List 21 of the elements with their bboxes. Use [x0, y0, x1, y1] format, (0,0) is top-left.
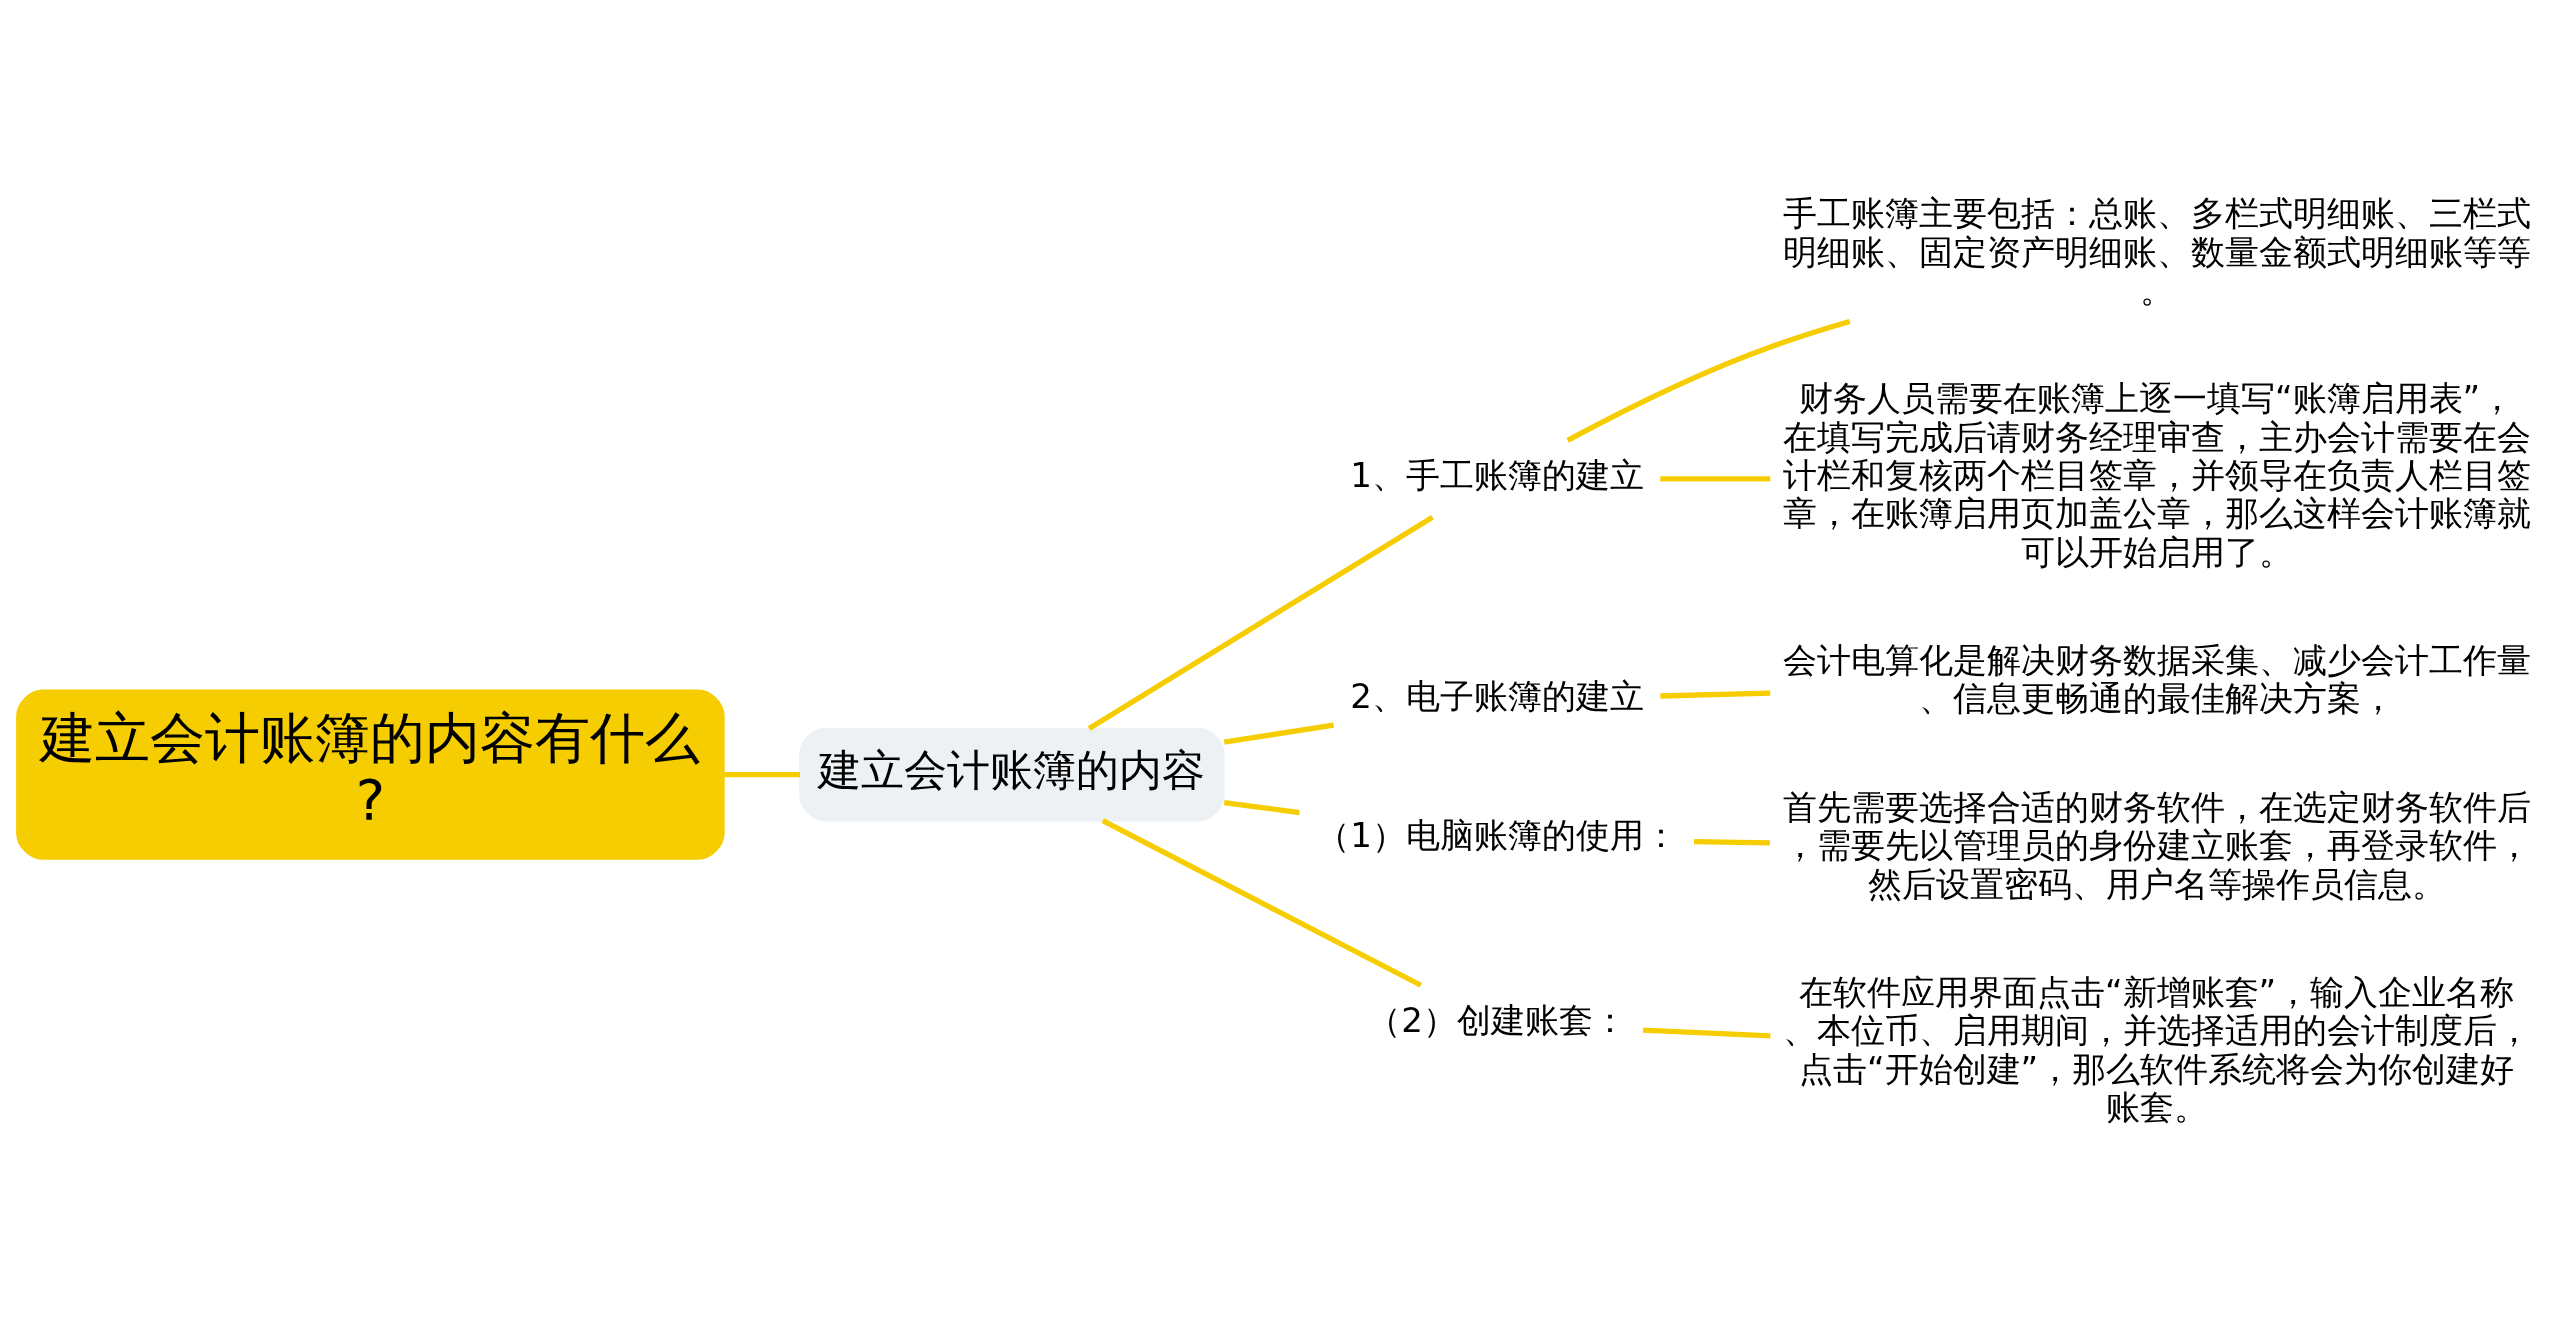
connector	[723, 771, 801, 777]
connector	[1087, 514, 1434, 731]
connector	[1101, 817, 1423, 988]
connector	[1694, 838, 1770, 846]
node-text: 手工账簿主要包括：总账、多栏式明细账、三栏式明细账、固定资产明细账、数量金额式明细账等等。	[1782, 192, 2531, 310]
connector	[1223, 722, 1334, 745]
connector	[1223, 799, 1300, 815]
node-text: （2）创建账套：	[1367, 999, 1627, 1040]
node-text: 在软件应用界面点击“新增账套”，输入企业名称、本位币、启用期间，并选择适用的会计制度后，点击“开始创建”，那么软件系统将会为你创建好账套。	[1782, 971, 2531, 1127]
connector	[1660, 689, 1771, 699]
node-box: 建立会计账簿的内容	[799, 727, 1225, 821]
connector	[1566, 318, 1851, 443]
connector	[1660, 475, 1771, 482]
node-box: 建立会计账簿的内容有什么?	[16, 689, 725, 860]
node-text: 会计电算化是解决财务数据采集、减少会计工作量、信息更畅通的最佳解决方案，	[1782, 639, 2531, 718]
connector	[1642, 1026, 1771, 1039]
node-text: 首先需要选择合适的财务软件，在选定财务软件后，需要先以管理员的身份建立账套，再登录软件，然后设置密码、用户名等操作员信息。	[1782, 786, 2531, 903]
node-text: 2、电子账簿的建立	[1350, 675, 1644, 716]
node-text: 财务人员需要在账簿上逐一填写“账簿启用表”，在填写完成后请财务经理审查，主办会计需要在会计栏和复核两个栏目签章，并领导在负责人栏目签章，在账簿启用页加盖公章，那么这样会计账簿就可以开始启用了。	[1782, 377, 2531, 572]
node-text: 1、手工账簿的建立	[1350, 454, 1644, 495]
node-text: （1）电脑账簿的使用：	[1316, 814, 1678, 855]
